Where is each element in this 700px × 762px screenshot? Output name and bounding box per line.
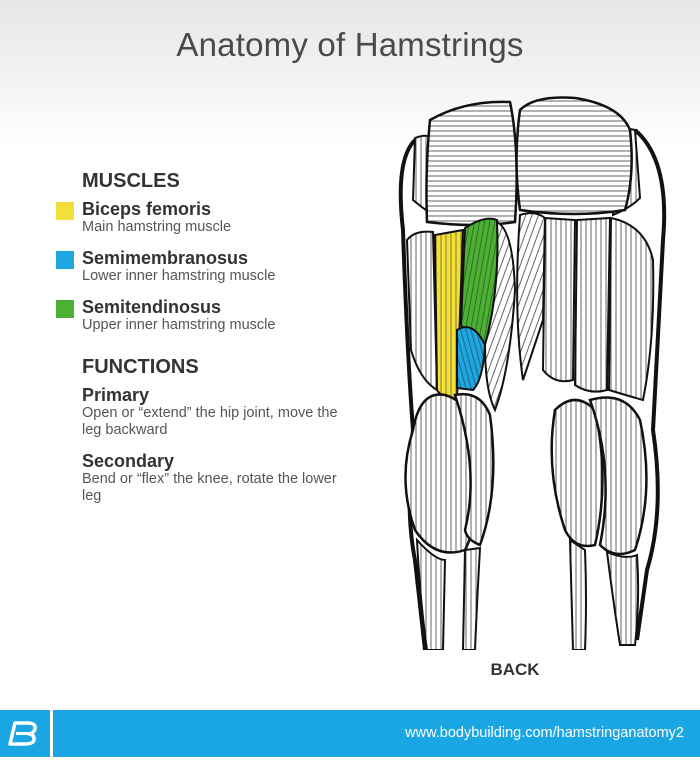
gastrocnemius-left-medial bbox=[453, 392, 495, 547]
gastrocnemius-right-medial bbox=[550, 398, 604, 548]
muscle-description: Upper inner hamstring muscle bbox=[82, 317, 276, 333]
muscle-description: Lower inner hamstring muscle bbox=[82, 268, 276, 284]
vastus-lateralis-right bbox=[607, 216, 655, 402]
adductor-right bbox=[516, 212, 547, 381]
bodybuilding-b-logo-icon[interactable] bbox=[0, 710, 48, 757]
tendon-left bbox=[461, 546, 482, 650]
color-swatch-green bbox=[56, 300, 74, 318]
hamstring-lateral-right bbox=[573, 216, 612, 393]
muscle-description: Main hamstring muscle bbox=[82, 219, 232, 235]
muscles-heading: MUSCLES bbox=[82, 170, 180, 192]
color-swatch-blue bbox=[56, 251, 74, 269]
soleus-left bbox=[415, 537, 447, 650]
legend-item-biceps-femoris: Biceps femoris Main hamstring muscle bbox=[56, 199, 356, 236]
gluteus-right bbox=[515, 96, 633, 216]
function-description: Bend or “flex” the knee, rotate the lowe… bbox=[82, 471, 337, 504]
semimembranosus-muscle bbox=[456, 326, 487, 392]
function-item-primary: Primary Open or “extend” the hip joint, … bbox=[56, 385, 356, 439]
soleus-right bbox=[605, 550, 640, 646]
hamstring-medial-right bbox=[541, 216, 577, 383]
legend-item-semitendinosus: Semitendinosus Upper inner hamstring mus… bbox=[56, 297, 356, 334]
hamstring-anatomy-diagram bbox=[398, 96, 667, 650]
muscle-name: Biceps femoris bbox=[82, 199, 212, 219]
function-description: Open or “extend” the hip joint, move the… bbox=[82, 405, 338, 438]
legend-panel: MUSCLES Biceps femoris Main hamstring mu… bbox=[56, 170, 356, 517]
view-caption: BACK bbox=[490, 660, 540, 679]
color-swatch-yellow bbox=[56, 202, 74, 220]
gluteus-left bbox=[425, 100, 518, 227]
outline-right-leg bbox=[633, 128, 667, 641]
page-title: Anatomy of Hamstrings bbox=[176, 26, 524, 63]
footer-url-link[interactable]: www.bodybuilding.com/hamstringanatomy2 bbox=[405, 725, 684, 741]
footer-bar: www.bodybuilding.com/hamstringanatomy2 bbox=[0, 710, 700, 757]
footer-separator bbox=[50, 710, 53, 757]
muscle-name: Semitendinosus bbox=[82, 297, 222, 317]
function-name: Primary bbox=[82, 385, 150, 405]
muscle-name: Semimembranosus bbox=[82, 248, 249, 268]
function-item-secondary: Secondary Bend or “flex” the knee, rotat… bbox=[56, 451, 356, 505]
functions-heading: FUNCTIONS bbox=[82, 356, 199, 378]
legend-item-semimembranosus: Semimembranosus Lower inner hamstring mu… bbox=[56, 248, 356, 285]
gastrocnemius-right-lateral bbox=[588, 396, 648, 556]
adductor-left bbox=[483, 220, 517, 413]
function-name: Secondary bbox=[82, 451, 175, 471]
tendon-right bbox=[568, 538, 587, 650]
vastus-lateralis-left bbox=[405, 230, 439, 392]
